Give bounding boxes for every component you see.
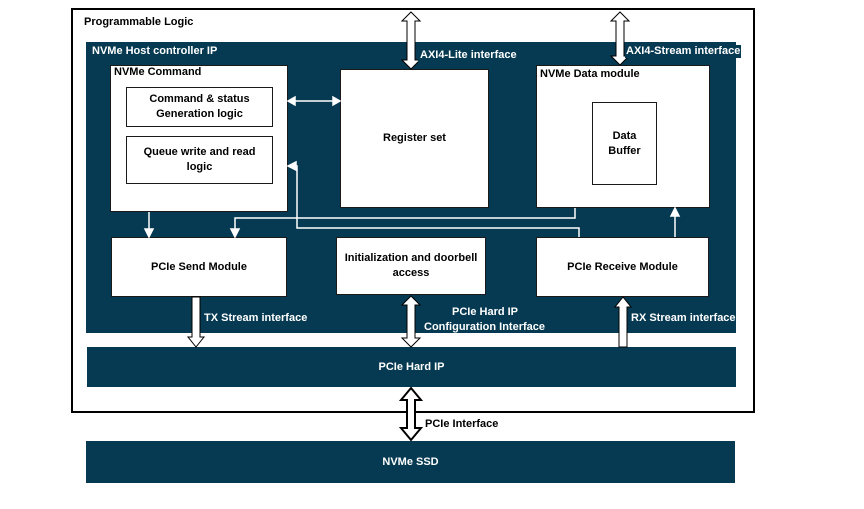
receive-module-text: PCIe Receive Module <box>567 260 678 273</box>
axi4-stream-label: AXI4-Stream interface <box>625 45 742 58</box>
axi4-lite-label: AXI4-Lite interface <box>418 49 519 62</box>
receive-module-box: PCIe Receive Module <box>536 237 709 297</box>
config-interface-arrow <box>400 295 422 348</box>
host-controller-label: NVMe Host controller IP <box>92 45 218 57</box>
queue-logic-box: Queue write and read logic <box>126 136 273 184</box>
command-status-logic-box: Command & status Generation logic <box>126 87 273 127</box>
rx-stream-label: RX Stream interface <box>631 312 736 324</box>
data-module-label: NVMe Data module <box>540 68 640 80</box>
pcie-hard-ip-bar: PCIe Hard IP <box>87 347 736 387</box>
pcie-hard-ip-text: PCIe Hard IP <box>378 360 445 373</box>
programmable-logic-label: Programmable Logic <box>84 16 194 28</box>
receive-to-data-arrow <box>669 206 681 237</box>
init-doorbell-box: Initialization and doorbell access <box>336 237 486 295</box>
rx-stream-arrow <box>613 296 633 348</box>
nvme-command-label: NVMe Command <box>114 66 202 78</box>
nvme-ssd-text: NVMe SSD <box>382 455 439 468</box>
data-buffer-text: Data Buffer <box>608 129 641 157</box>
register-set-text: Register set <box>383 132 446 144</box>
nvme-ssd-bar: NVMe SSD <box>86 441 735 483</box>
config-interface-label-2: Configuration Interface <box>424 321 546 333</box>
data-to-send-arrow <box>229 208 576 239</box>
data-buffer-box: Data Buffer <box>592 102 657 185</box>
receive-to-queue-arrow <box>286 160 580 237</box>
queue-logic-text: Queue write and read logic <box>143 146 256 173</box>
command-status-logic-text: Command & status Generation logic <box>149 93 250 120</box>
tx-stream-label: TX Stream interface <box>204 312 308 324</box>
command-to-send-arrow <box>143 212 155 239</box>
send-module-text: PCIe Send Module <box>151 260 247 273</box>
pcie-interface-arrow <box>398 386 424 442</box>
send-module-box: PCIe Send Module <box>111 237 287 297</box>
axi4-stream-arrow <box>609 11 631 66</box>
config-interface-label-1: PCIe Hard IP <box>452 306 519 318</box>
command-register-arrow <box>286 95 342 107</box>
register-set-box: Register set <box>340 69 489 208</box>
init-doorbell-text: Initialization and doorbell access <box>344 252 478 279</box>
axi4-lite-arrow <box>400 11 422 70</box>
pcie-interface-label: PCIe Interface <box>425 418 499 430</box>
tx-stream-arrow <box>186 296 206 348</box>
